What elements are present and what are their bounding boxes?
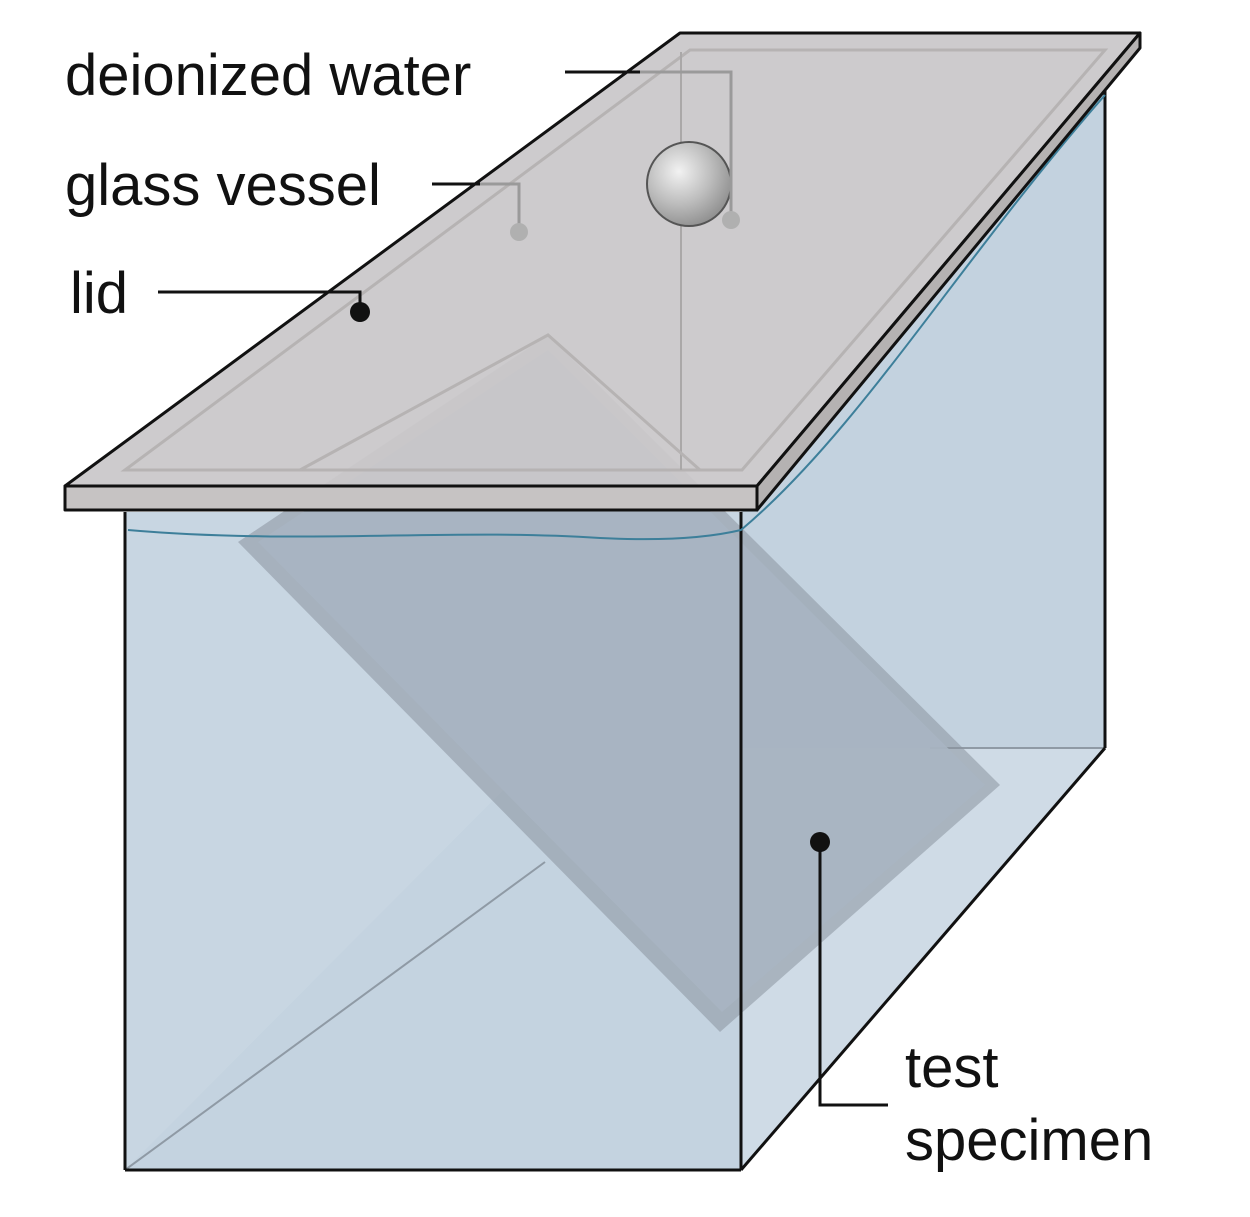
lid-front-edge	[63, 484, 759, 512]
leader-line-faint	[640, 70, 733, 220]
callout-glass-vessel: glass vessel	[65, 153, 528, 241]
label-glass-vessel: glass vessel	[65, 153, 381, 218]
vessel-inner-edge	[124, 861, 546, 1171]
label-deionized-water: deionized water	[65, 43, 471, 108]
lid	[63, 31, 1142, 512]
callout-lid: lid	[70, 261, 370, 326]
leader-dot	[722, 211, 740, 229]
vessel-outline	[123, 88, 1107, 1172]
label-lid: lid	[70, 261, 128, 326]
specimen-plate	[258, 350, 985, 1012]
label-specimen: specimen	[905, 1108, 1153, 1173]
leader-line	[818, 842, 888, 1107]
leader-dot	[510, 223, 528, 241]
lid-side-edge	[755, 31, 1142, 512]
specimen-top-through-lid	[299, 333, 701, 472]
label-test: test	[905, 1035, 999, 1100]
lid-inner-rim	[120, 48, 1109, 472]
leader-dot	[810, 832, 830, 852]
leader-dot	[350, 302, 370, 322]
callout-deionized-water: deionized water	[65, 43, 740, 229]
water-surface-line	[127, 94, 1106, 541]
leader-line-faint	[480, 182, 521, 232]
sphere	[646, 141, 732, 227]
callout-test-specimen: test specimen	[810, 832, 1153, 1173]
